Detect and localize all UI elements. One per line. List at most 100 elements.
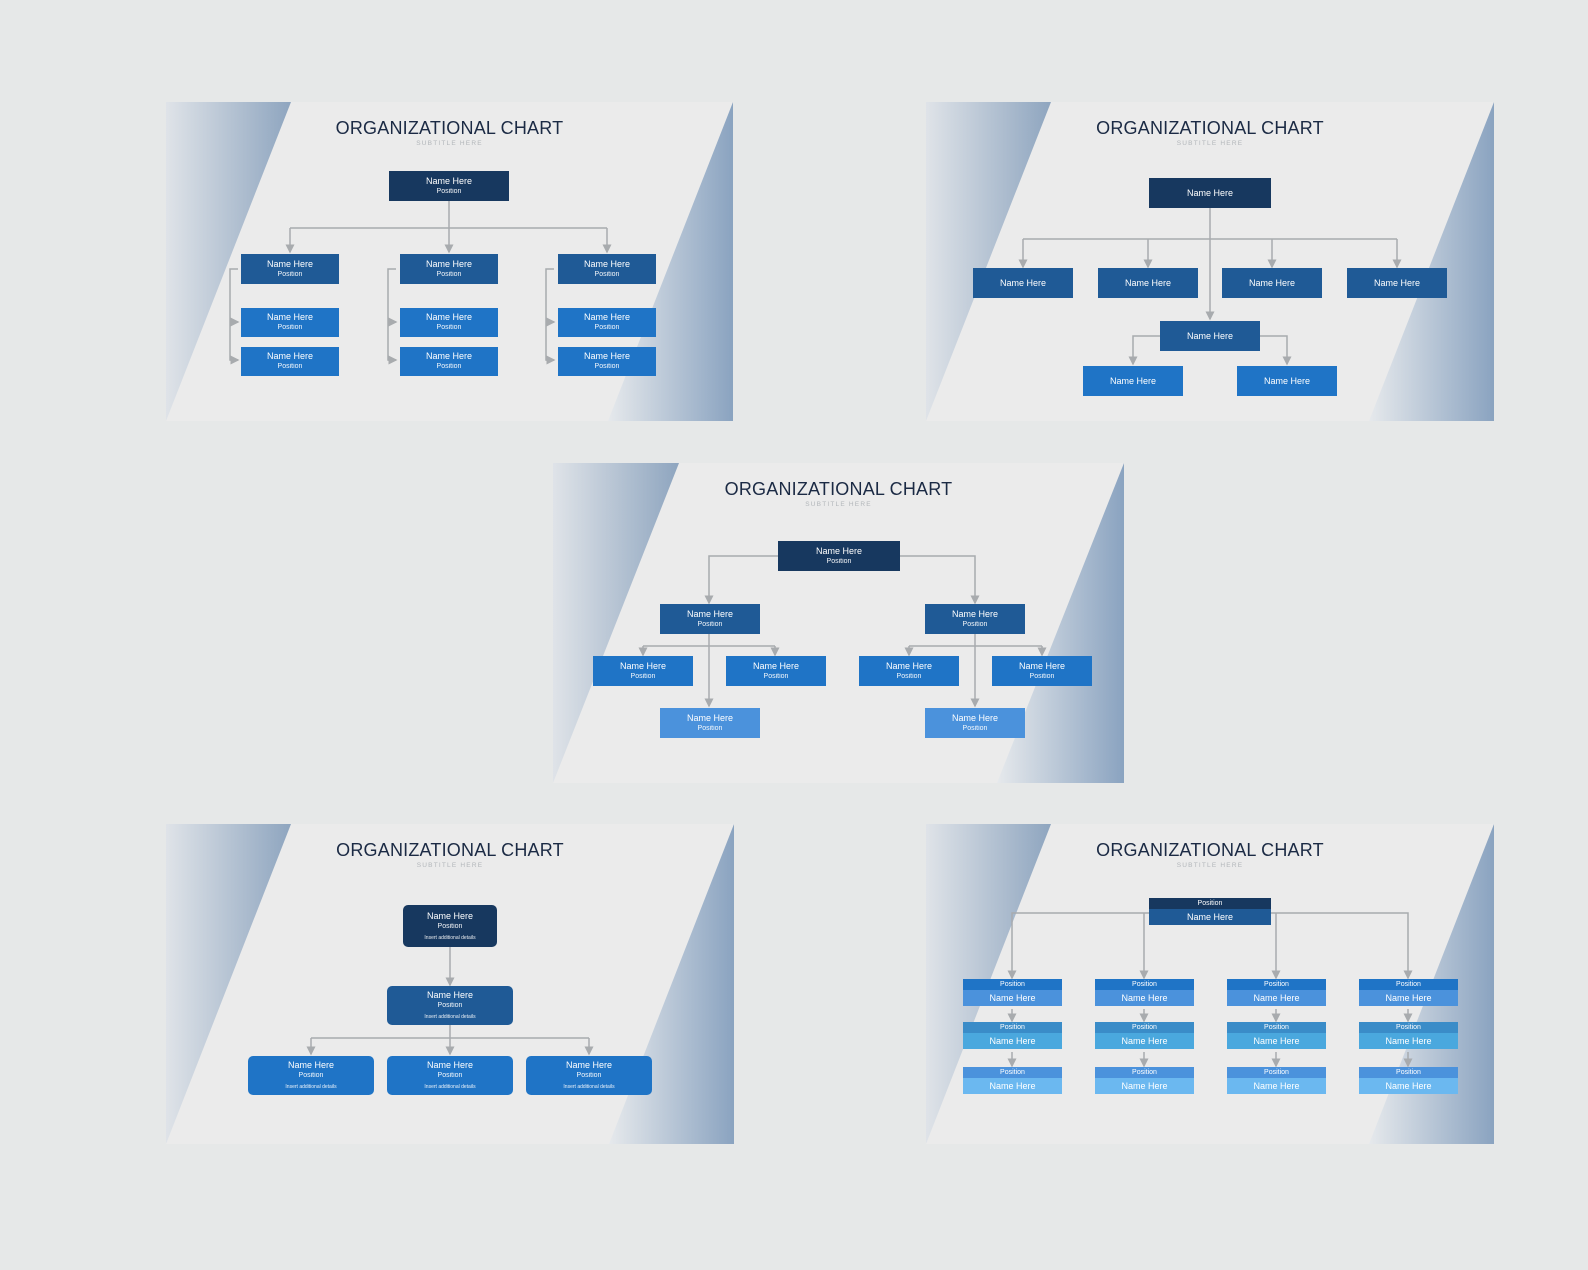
level-1-node-2[interactable]: Name Here [1098, 268, 1198, 298]
node-position: Position [1095, 1067, 1194, 1078]
branch-2-bottom-node[interactable]: Name Here Position [925, 708, 1025, 738]
node-name: Name Here [1124, 277, 1171, 288]
node-name: Name Here [1248, 277, 1295, 288]
column-1-node-2[interactable]: Position Name Here [963, 1022, 1062, 1049]
node-position: Position [826, 557, 852, 565]
root-node[interactable]: Name Here Position Insert additional det… [403, 905, 497, 947]
branch-1-bottom-node[interactable]: Name Here Position [660, 708, 760, 738]
chart-subtitle: SUBTITLE HERE [805, 501, 872, 508]
node-name: Name Here [1359, 1033, 1458, 1049]
chart-subtitle: SUBTITLE HERE [1176, 862, 1244, 869]
middle-node[interactable]: Name Here [1160, 321, 1260, 351]
level-1-node-3[interactable]: Name Here [1222, 268, 1322, 298]
node-name: Name Here [1095, 1033, 1194, 1049]
child-node-1[interactable]: Name Here Position Insert additional det… [248, 1056, 374, 1095]
node-position: Position [436, 324, 462, 331]
node-name: Name Here [1095, 990, 1194, 1006]
node-position: Position [437, 1002, 463, 1009]
root-node[interactable]: Name Here Position [778, 541, 900, 571]
node-position: Position [963, 1022, 1062, 1033]
column-1-node-3[interactable]: Name Here Position [241, 347, 339, 376]
node-name: Name Here [425, 351, 472, 361]
node-details: Insert additional details [424, 1084, 476, 1090]
node-position: Position [1359, 979, 1458, 990]
node-name: Name Here [1227, 1033, 1326, 1049]
branch-2-head-node[interactable]: Name Here Position [925, 604, 1025, 634]
node-name: Name Here [1018, 660, 1065, 671]
column-2-head-node[interactable]: Name Here Position [400, 254, 498, 284]
slide-4-background [166, 824, 734, 1144]
node-details: Insert additional details [285, 1084, 337, 1090]
node-name: Name Here [1359, 990, 1458, 1006]
root-node[interactable]: Position Name Here [1149, 898, 1271, 925]
column-4-node-2[interactable]: Position Name Here [1359, 1022, 1458, 1049]
child-node-2[interactable]: Name Here Position Insert additional det… [387, 1056, 513, 1095]
node-position: Position [962, 620, 988, 628]
level-3-node-2[interactable]: Name Here [1237, 366, 1337, 396]
column-2-node-2[interactable]: Position Name Here [1095, 1022, 1194, 1049]
branch-1-side-node-1[interactable]: Name Here Position [593, 656, 693, 686]
column-1-node-3[interactable]: Position Name Here [963, 1067, 1062, 1094]
column-3-node-1[interactable]: Position Name Here [1227, 979, 1326, 1006]
node-position: Position [963, 1067, 1062, 1078]
node-name: Name Here [1373, 277, 1420, 288]
node-name: Name Here [583, 312, 630, 322]
node-position: Position [277, 324, 303, 331]
node-position: Position [630, 672, 656, 680]
node-position: Position [963, 979, 1062, 990]
node-details: Insert additional details [424, 934, 476, 941]
column-1-head-node[interactable]: Name Here Position [241, 254, 339, 284]
node-name: Name Here [951, 712, 998, 723]
node-position: Position [1095, 1022, 1194, 1033]
node-position: Position [437, 1072, 463, 1079]
node-name: Name Here [1109, 375, 1156, 386]
node-name: Name Here [266, 258, 313, 269]
column-4-node-3[interactable]: Position Name Here [1359, 1067, 1458, 1094]
branch-1-head-node[interactable]: Name Here Position [660, 604, 760, 634]
node-details: Insert additional details [563, 1084, 615, 1090]
node-name: Name Here [583, 351, 630, 361]
slide-2: ORGANIZATIONAL CHART SUBTITLE HERE Name … [926, 102, 1494, 421]
node-position: Position [1029, 672, 1055, 680]
root-node[interactable]: Name Here Position [389, 171, 509, 201]
chart-title: ORGANIZATIONAL CHART [1096, 840, 1324, 860]
column-2-node-3[interactable]: Name Here Position [400, 347, 498, 376]
level-1-node-1[interactable]: Name Here [973, 268, 1073, 298]
node-position: Position [594, 363, 620, 370]
node-name: Name Here [752, 660, 799, 671]
node-name: Name Here [583, 258, 630, 269]
node-position: Position [436, 363, 462, 370]
node-position: Position [576, 1072, 602, 1079]
column-2-node-1[interactable]: Position Name Here [1095, 979, 1194, 1006]
column-3-head-node[interactable]: Name Here Position [558, 254, 656, 284]
column-3-node-2[interactable]: Position Name Here [1227, 1022, 1326, 1049]
column-3-node-3[interactable]: Position Name Here [1227, 1067, 1326, 1094]
node-position: Position [298, 1072, 324, 1079]
node-position: Position [697, 724, 723, 732]
chart-subtitle: SUBTITLE HERE [416, 140, 483, 147]
level-3-node-1[interactable]: Name Here [1083, 366, 1183, 396]
slide-2-background [926, 102, 1494, 421]
node-position: Position [1359, 1067, 1458, 1078]
node-name: Name Here [686, 608, 733, 619]
child-node-3[interactable]: Name Here Position Insert additional det… [526, 1056, 652, 1095]
node-name: Name Here [425, 258, 472, 269]
branch-2-side-node-1[interactable]: Name Here Position [859, 656, 959, 686]
chart-title: ORGANIZATIONAL CHART [724, 479, 953, 499]
node-name: Name Here [426, 990, 473, 1000]
node-position: Position [962, 724, 988, 732]
branch-2-side-node-2[interactable]: Name Here Position [992, 656, 1092, 686]
column-3-node-3[interactable]: Name Here Position [558, 347, 656, 376]
node-position: Position [763, 672, 789, 680]
column-1-node-2[interactable]: Name Here Position [241, 308, 339, 337]
level-1-node-4[interactable]: Name Here [1347, 268, 1447, 298]
branch-1-side-node-2[interactable]: Name Here Position [726, 656, 826, 686]
column-3-node-2[interactable]: Name Here Position [558, 308, 656, 337]
column-2-node-2[interactable]: Name Here Position [400, 308, 498, 337]
middle-node[interactable]: Name Here Position Insert additional det… [387, 986, 513, 1025]
column-2-node-3[interactable]: Position Name Here [1095, 1067, 1194, 1094]
node-position: Position [594, 270, 620, 278]
column-1-node-1[interactable]: Position Name Here [963, 979, 1062, 1006]
root-node[interactable]: Name Here [1149, 178, 1271, 208]
column-4-node-1[interactable]: Position Name Here [1359, 979, 1458, 1006]
